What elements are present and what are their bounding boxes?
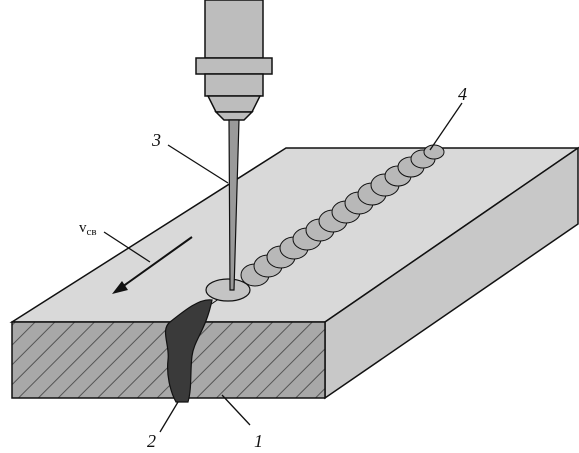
velocity-subscript: св xyxy=(87,226,97,238)
label-part-1: 1 xyxy=(254,431,263,451)
travel-direction-arrow xyxy=(112,236,193,294)
weld-pool xyxy=(205,278,251,302)
velocity-symbol: v xyxy=(79,220,87,236)
label-part-4: 4 xyxy=(458,84,467,104)
torch xyxy=(195,0,273,121)
leader-lines xyxy=(103,102,463,433)
electrode xyxy=(228,119,240,291)
label-part-3: 3 xyxy=(151,130,161,150)
weld-root xyxy=(164,299,213,403)
weld-bead xyxy=(240,144,445,287)
label-part-2: 2 xyxy=(147,431,156,451)
velocity-label: vсв xyxy=(79,220,97,238)
